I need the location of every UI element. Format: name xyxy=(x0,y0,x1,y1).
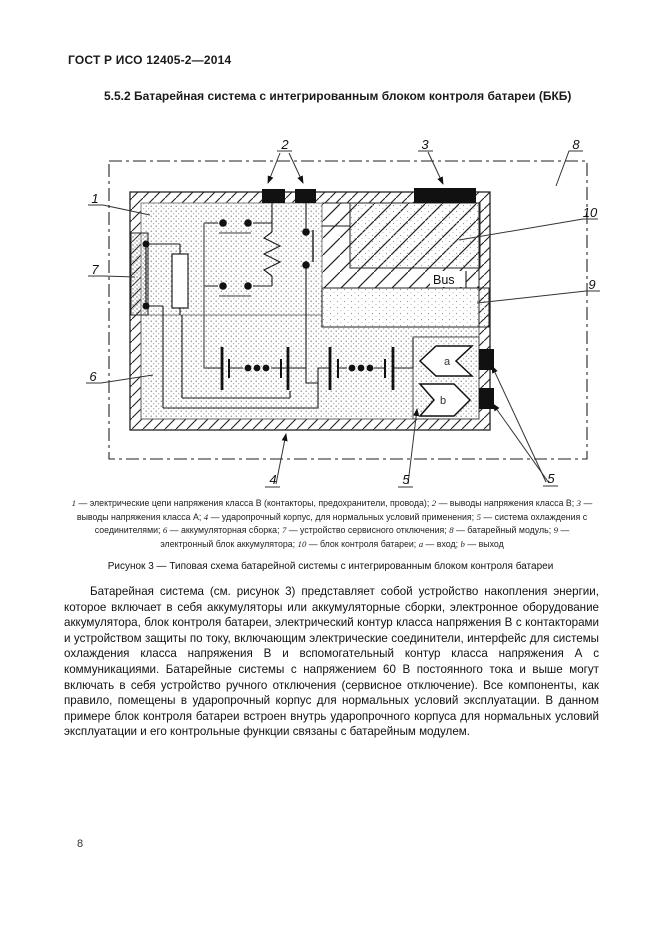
coolant-outlet-chevron xyxy=(418,383,472,417)
class-b-terminal-1 xyxy=(262,189,285,203)
callout-3: 3 xyxy=(421,137,429,152)
inlet-label: a xyxy=(444,356,451,368)
legend-item: 6 — аккумуляторная сборка; xyxy=(162,525,282,535)
callout-4: 4 xyxy=(269,472,276,487)
class-a-terminal xyxy=(414,188,476,203)
bus-label: Bus xyxy=(433,273,455,287)
wiring xyxy=(145,203,414,409)
callout-7: 7 xyxy=(91,262,99,277)
battery-control-unit-region xyxy=(349,202,481,269)
terminals xyxy=(262,188,476,203)
service-disconnect-region xyxy=(130,232,149,316)
section-heading: 5.5.2 Батарейная система с интегрированн… xyxy=(104,89,572,103)
bus-connection: Bus xyxy=(322,225,467,288)
cooling-system-region: a b xyxy=(412,336,494,420)
legend-item: 2 — выводы напряжения класса В; xyxy=(431,498,577,508)
callout-8: 8 xyxy=(572,137,580,152)
legend-item: 7 — устройство сервисного отключения; xyxy=(281,525,450,535)
callout-1: 1 xyxy=(91,191,98,206)
legend-item: 5 — система охлаждения с соединителями; xyxy=(94,511,588,536)
figure-3-diagram: a b Bus xyxy=(60,128,600,496)
coolant-inlet-chevron xyxy=(418,345,474,377)
battery-module-boundary xyxy=(108,160,588,460)
body-paragraph: Батарейная система (см. рисунок 3) предс… xyxy=(64,585,599,739)
legend-item: a — вход; xyxy=(418,538,461,549)
callout-leaders xyxy=(86,150,600,488)
battery-cells xyxy=(220,347,395,390)
legend-item: 8 — батарейный модуль; xyxy=(449,525,554,535)
legend-item: 4 — ударопрочный корпус, для нормальных … xyxy=(203,511,477,522)
electronic-battery-unit-region xyxy=(321,287,490,328)
class-b-circuits-region xyxy=(140,202,323,316)
callout-5-right: 5 xyxy=(547,471,555,486)
cooling-connector-top xyxy=(479,349,494,370)
page-number: 8 xyxy=(77,838,84,850)
callout-9: 9 xyxy=(588,277,595,292)
callout-5-mid: 5 xyxy=(402,472,410,487)
legend-item: 9 — электронный блок аккумулятора; xyxy=(160,525,570,549)
figure-legend: 1 — электрические цепи напряжения класса… xyxy=(70,497,594,551)
callout-10: 10 xyxy=(583,205,598,220)
legend-item: b — выход xyxy=(460,538,504,549)
callout-6: 6 xyxy=(89,369,97,384)
fuse-symbol xyxy=(171,253,189,309)
legend-item: 10 — блок контроля батареи; xyxy=(297,538,419,549)
figure-caption: Рисунок 3 — Типовая схема батарейной сис… xyxy=(107,561,554,572)
outlet-label: b xyxy=(440,395,446,407)
contactor-dots xyxy=(142,219,310,310)
callout-labels: 1 2 3 8 10 9 7 6 4 5 5 xyxy=(89,137,598,487)
document-header: ГОСТ Р ИСО 12405-2—2014 xyxy=(68,53,232,67)
contactor-underlines xyxy=(219,232,251,297)
cooling-connector-bottom xyxy=(479,388,494,409)
legend-item: 1 — электрические цепи напряжения класса… xyxy=(71,498,432,508)
class-b-terminal-2 xyxy=(295,189,316,203)
legend-item: 3 — выводы напряжения класса А; xyxy=(76,498,593,522)
callout-2: 2 xyxy=(280,137,289,152)
